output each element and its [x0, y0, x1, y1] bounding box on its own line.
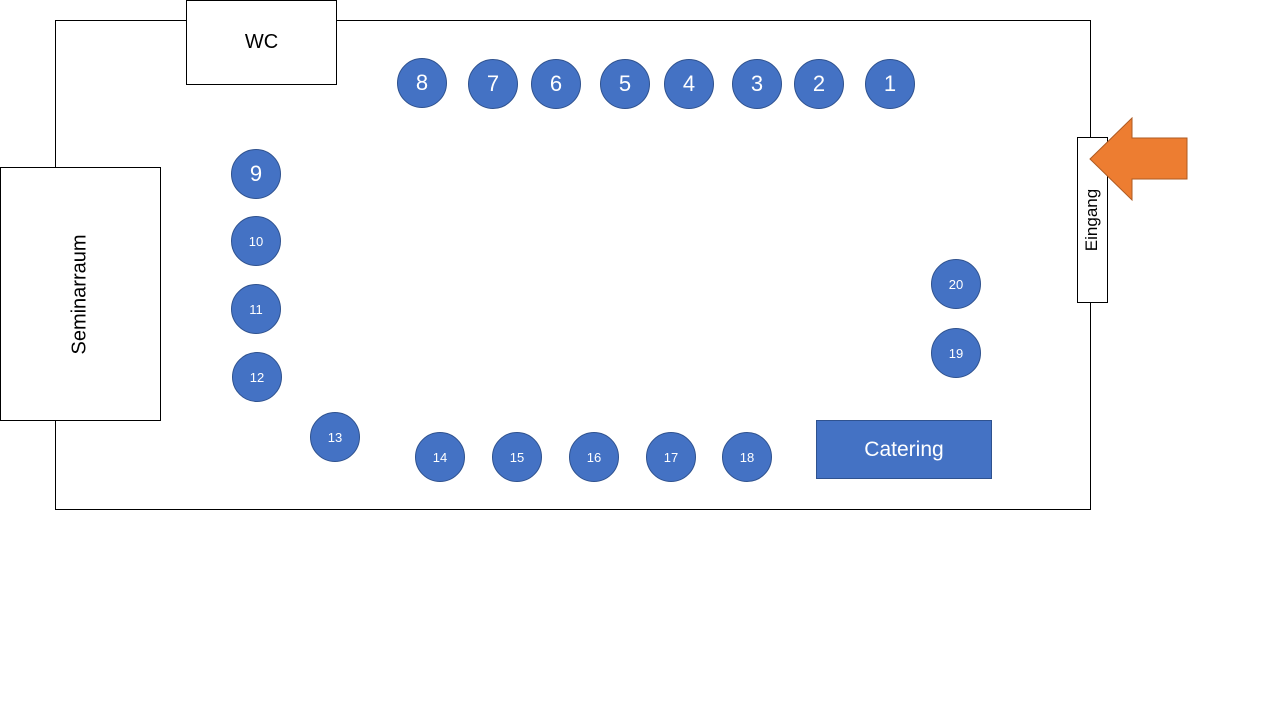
table-number: 11 [249, 301, 263, 317]
table-19[interactable]: 19 [931, 328, 981, 378]
table-number: 18 [739, 449, 755, 465]
table-number: 20 [948, 276, 964, 292]
table-number: 15 [509, 449, 525, 465]
table-number: 6 [549, 71, 563, 96]
table-number: 12 [249, 369, 265, 385]
table-7[interactable]: 7 [468, 59, 518, 109]
table-8[interactable]: 8 [397, 58, 447, 108]
table-4[interactable]: 4 [664, 59, 714, 109]
table-13[interactable]: 13 [310, 412, 360, 462]
table-number: 14 [432, 449, 448, 465]
table-number: 13 [327, 429, 343, 445]
table-number: 9 [249, 161, 263, 186]
table-3[interactable]: 3 [732, 59, 782, 109]
table-20[interactable]: 20 [931, 259, 981, 309]
table-number: 8 [415, 70, 429, 95]
table-2[interactable]: 2 [794, 59, 844, 109]
table-number: 19 [948, 345, 964, 361]
arrow-left-icon [1089, 117, 1188, 202]
catering-area: Catering [816, 420, 992, 479]
seminar-label: Seminarraum [68, 233, 91, 355]
table-6[interactable]: 6 [531, 59, 581, 109]
table-16[interactable]: 16 [569, 432, 619, 482]
table-9[interactable]: 9 [231, 149, 281, 199]
table-number: 5 [618, 71, 632, 96]
table-number: 4 [682, 71, 696, 96]
table-number: 2 [812, 71, 826, 96]
wc-label: WC [244, 31, 279, 53]
table-number: 3 [750, 71, 764, 96]
table-12[interactable]: 12 [232, 352, 282, 402]
catering-label: Catering [864, 437, 944, 461]
table-14[interactable]: 14 [415, 432, 465, 482]
seminar-room: Seminarraum [0, 167, 161, 421]
table-number: 7 [486, 71, 500, 96]
table-number: 17 [663, 449, 679, 465]
table-1[interactable]: 1 [865, 59, 915, 109]
table-17[interactable]: 17 [646, 432, 696, 482]
table-11[interactable]: 11 [231, 284, 281, 334]
table-10[interactable]: 10 [231, 216, 281, 266]
table-number: 10 [248, 233, 264, 249]
table-number: 16 [586, 449, 602, 465]
table-5[interactable]: 5 [600, 59, 650, 109]
wc-room: WC [186, 0, 337, 85]
table-15[interactable]: 15 [492, 432, 542, 482]
table-number: 1 [883, 71, 897, 96]
table-18[interactable]: 18 [722, 432, 772, 482]
